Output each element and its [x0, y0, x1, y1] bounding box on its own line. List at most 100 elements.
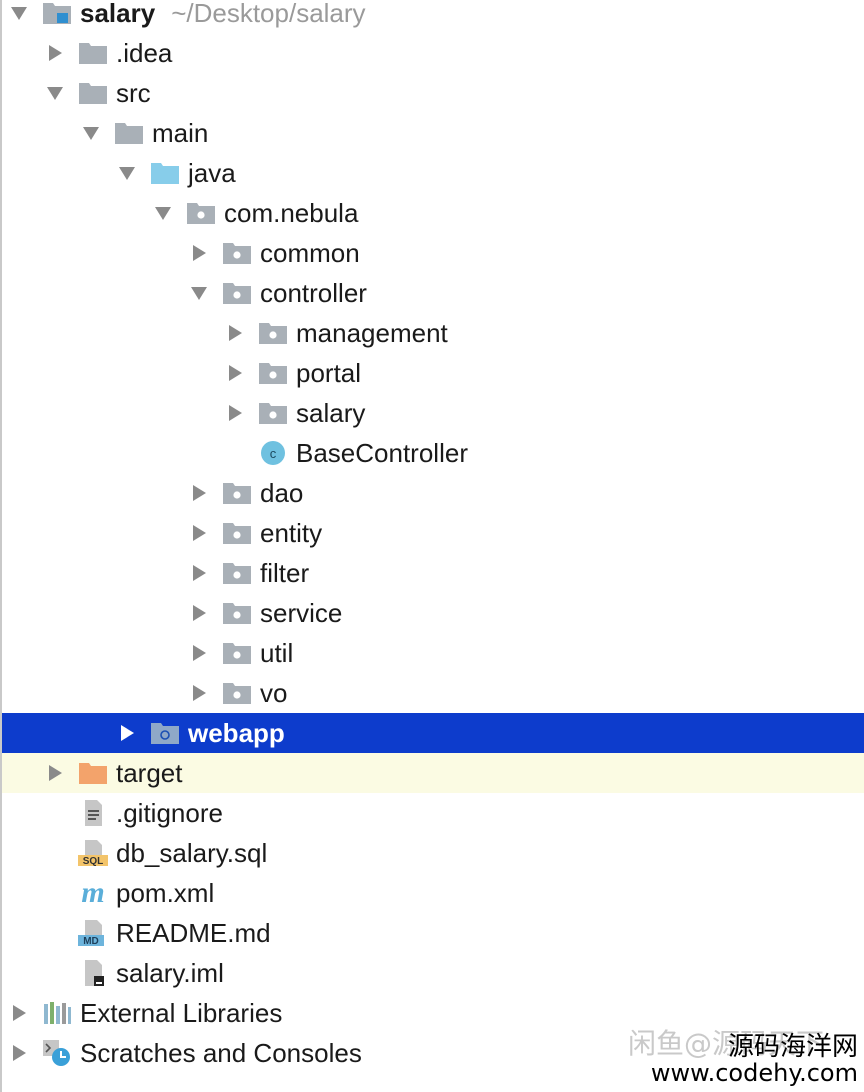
svg-text:SQL: SQL — [83, 856, 104, 867]
tree-row[interactable]: c BaseController — [2, 433, 864, 473]
tree-row-label: service — [260, 598, 343, 628]
markdown-file-icon: MD — [78, 920, 108, 947]
expand-arrow-right-icon[interactable] — [190, 604, 208, 622]
sql-file-icon: SQL — [78, 840, 108, 867]
tree-row-label: README.md — [116, 918, 271, 948]
libraries-icon — [42, 1000, 72, 1026]
expand-arrow-right-icon[interactable] — [46, 44, 64, 62]
expand-arrow-right-icon[interactable] — [190, 644, 208, 662]
package-icon — [258, 400, 288, 426]
expand-arrow-right-icon[interactable] — [190, 244, 208, 262]
module-folder-icon — [42, 0, 72, 26]
tree-row[interactable]: src — [2, 73, 864, 113]
tree-row-label: salary — [296, 398, 366, 428]
tree-row[interactable]: com.nebula — [2, 193, 864, 233]
expand-arrow-down-icon[interactable] — [46, 84, 64, 102]
expand-arrow-down-icon[interactable] — [154, 204, 172, 222]
package-icon — [222, 240, 252, 266]
tree-row[interactable]: service — [2, 593, 864, 633]
tree-row[interactable]: .idea — [2, 33, 864, 73]
tree-row-label: src — [116, 78, 151, 108]
tree-row-label: management — [296, 318, 448, 348]
package-icon — [258, 360, 288, 386]
package-icon — [186, 200, 216, 226]
tree-row-label: filter — [260, 558, 310, 588]
tree-row[interactable]: Scratches and Consoles — [2, 1033, 864, 1073]
expand-arrow-down-icon[interactable] — [10, 4, 28, 22]
tree-row[interactable]: filter — [2, 553, 864, 593]
tree-row[interactable]: salary — [2, 393, 864, 433]
expand-arrow-right-icon[interactable] — [46, 764, 64, 782]
tree-row[interactable]: target — [2, 753, 864, 793]
watermark-site-name: 源码海洋网 — [727, 1031, 858, 1062]
tree-row-label: .gitignore — [116, 798, 223, 828]
tree-row-label: java — [188, 158, 236, 188]
package-icon — [222, 600, 252, 626]
tree-row[interactable]: salary.iml — [2, 953, 864, 993]
expand-arrow-right-icon[interactable] — [190, 564, 208, 582]
tree-row-label: target — [116, 758, 183, 788]
scratches-icon — [42, 1040, 72, 1066]
expand-arrow-right-icon[interactable] — [10, 1044, 28, 1062]
svg-text:c: c — [270, 446, 277, 461]
tree-row-label: db_salary.sql — [116, 838, 268, 868]
expand-arrow-down-icon[interactable] — [82, 124, 100, 142]
tree-row[interactable]: controller — [2, 273, 864, 313]
expand-arrow-right-icon[interactable] — [190, 484, 208, 502]
tree-row[interactable]: common — [2, 233, 864, 273]
tree-row[interactable]: MD README.md — [2, 913, 864, 953]
text-file-icon — [78, 800, 108, 826]
package-icon — [222, 640, 252, 666]
tree-row[interactable]: main — [2, 113, 864, 153]
tree-row-label: Scratches and Consoles — [80, 1038, 362, 1068]
tree-row[interactable]: dao — [2, 473, 864, 513]
expand-arrow-right-icon[interactable] — [226, 364, 244, 382]
tree-row-label: BaseController — [296, 438, 468, 468]
tree-row[interactable]: vo — [2, 673, 864, 713]
tree-row-label: pom.xml — [116, 878, 215, 908]
package-icon — [222, 480, 252, 506]
tree-row-label: .idea — [116, 38, 173, 68]
svg-text:m: m — [81, 879, 104, 907]
expand-arrow-right-icon[interactable] — [190, 524, 208, 542]
tree-row[interactable]: java — [2, 153, 864, 193]
expand-arrow-down-icon[interactable] — [190, 284, 208, 302]
class-icon: c — [258, 440, 288, 466]
package-icon — [258, 320, 288, 346]
tree-row-label: dao — [260, 478, 304, 508]
maven-file-icon: m — [78, 879, 108, 907]
expand-arrow-right-icon[interactable] — [226, 324, 244, 342]
tree-row-label: webapp — [188, 718, 285, 748]
watermark-url: www.codehy.com — [650, 1058, 858, 1087]
package-icon — [222, 680, 252, 706]
iml-file-icon — [78, 960, 108, 986]
tree-row[interactable]: portal — [2, 353, 864, 393]
expand-arrow-right-icon[interactable] — [190, 684, 208, 702]
tree-row[interactable]: webapp — [2, 713, 864, 753]
tree-row[interactable]: salary ~/Desktop/salary — [2, 0, 864, 33]
tree-row[interactable]: util — [2, 633, 864, 673]
tree-row-label: common — [260, 238, 360, 268]
tree-row[interactable]: management — [2, 313, 864, 353]
excluded-folder-icon — [78, 760, 108, 786]
expand-arrow-down-icon[interactable] — [118, 164, 136, 182]
tree-row-label: salary.iml — [116, 958, 224, 988]
tree-row-label: External Libraries — [80, 998, 283, 1028]
expand-arrow-right-icon[interactable] — [226, 404, 244, 422]
tree-row[interactable]: External Libraries — [2, 993, 864, 1033]
tree-row[interactable]: entity — [2, 513, 864, 553]
expand-arrow-right-icon[interactable] — [10, 1004, 28, 1022]
folder-icon — [114, 120, 144, 146]
tree-row-label: entity — [260, 518, 323, 548]
folder-icon — [78, 40, 108, 66]
tree-row[interactable]: m pom.xml — [2, 873, 864, 913]
project-path: ~/Desktop/salary — [171, 0, 366, 28]
tree-row[interactable]: .gitignore — [2, 793, 864, 833]
tree-row[interactable]: SQL db_salary.sql — [2, 833, 864, 873]
source-folder-icon — [150, 160, 180, 186]
tree-row-label: salary — [80, 0, 156, 28]
web-folder-icon — [150, 720, 180, 746]
expand-arrow-right-icon[interactable] — [118, 724, 136, 742]
watermark-faint: 闲鱼@源码天下 — [627, 1027, 824, 1060]
